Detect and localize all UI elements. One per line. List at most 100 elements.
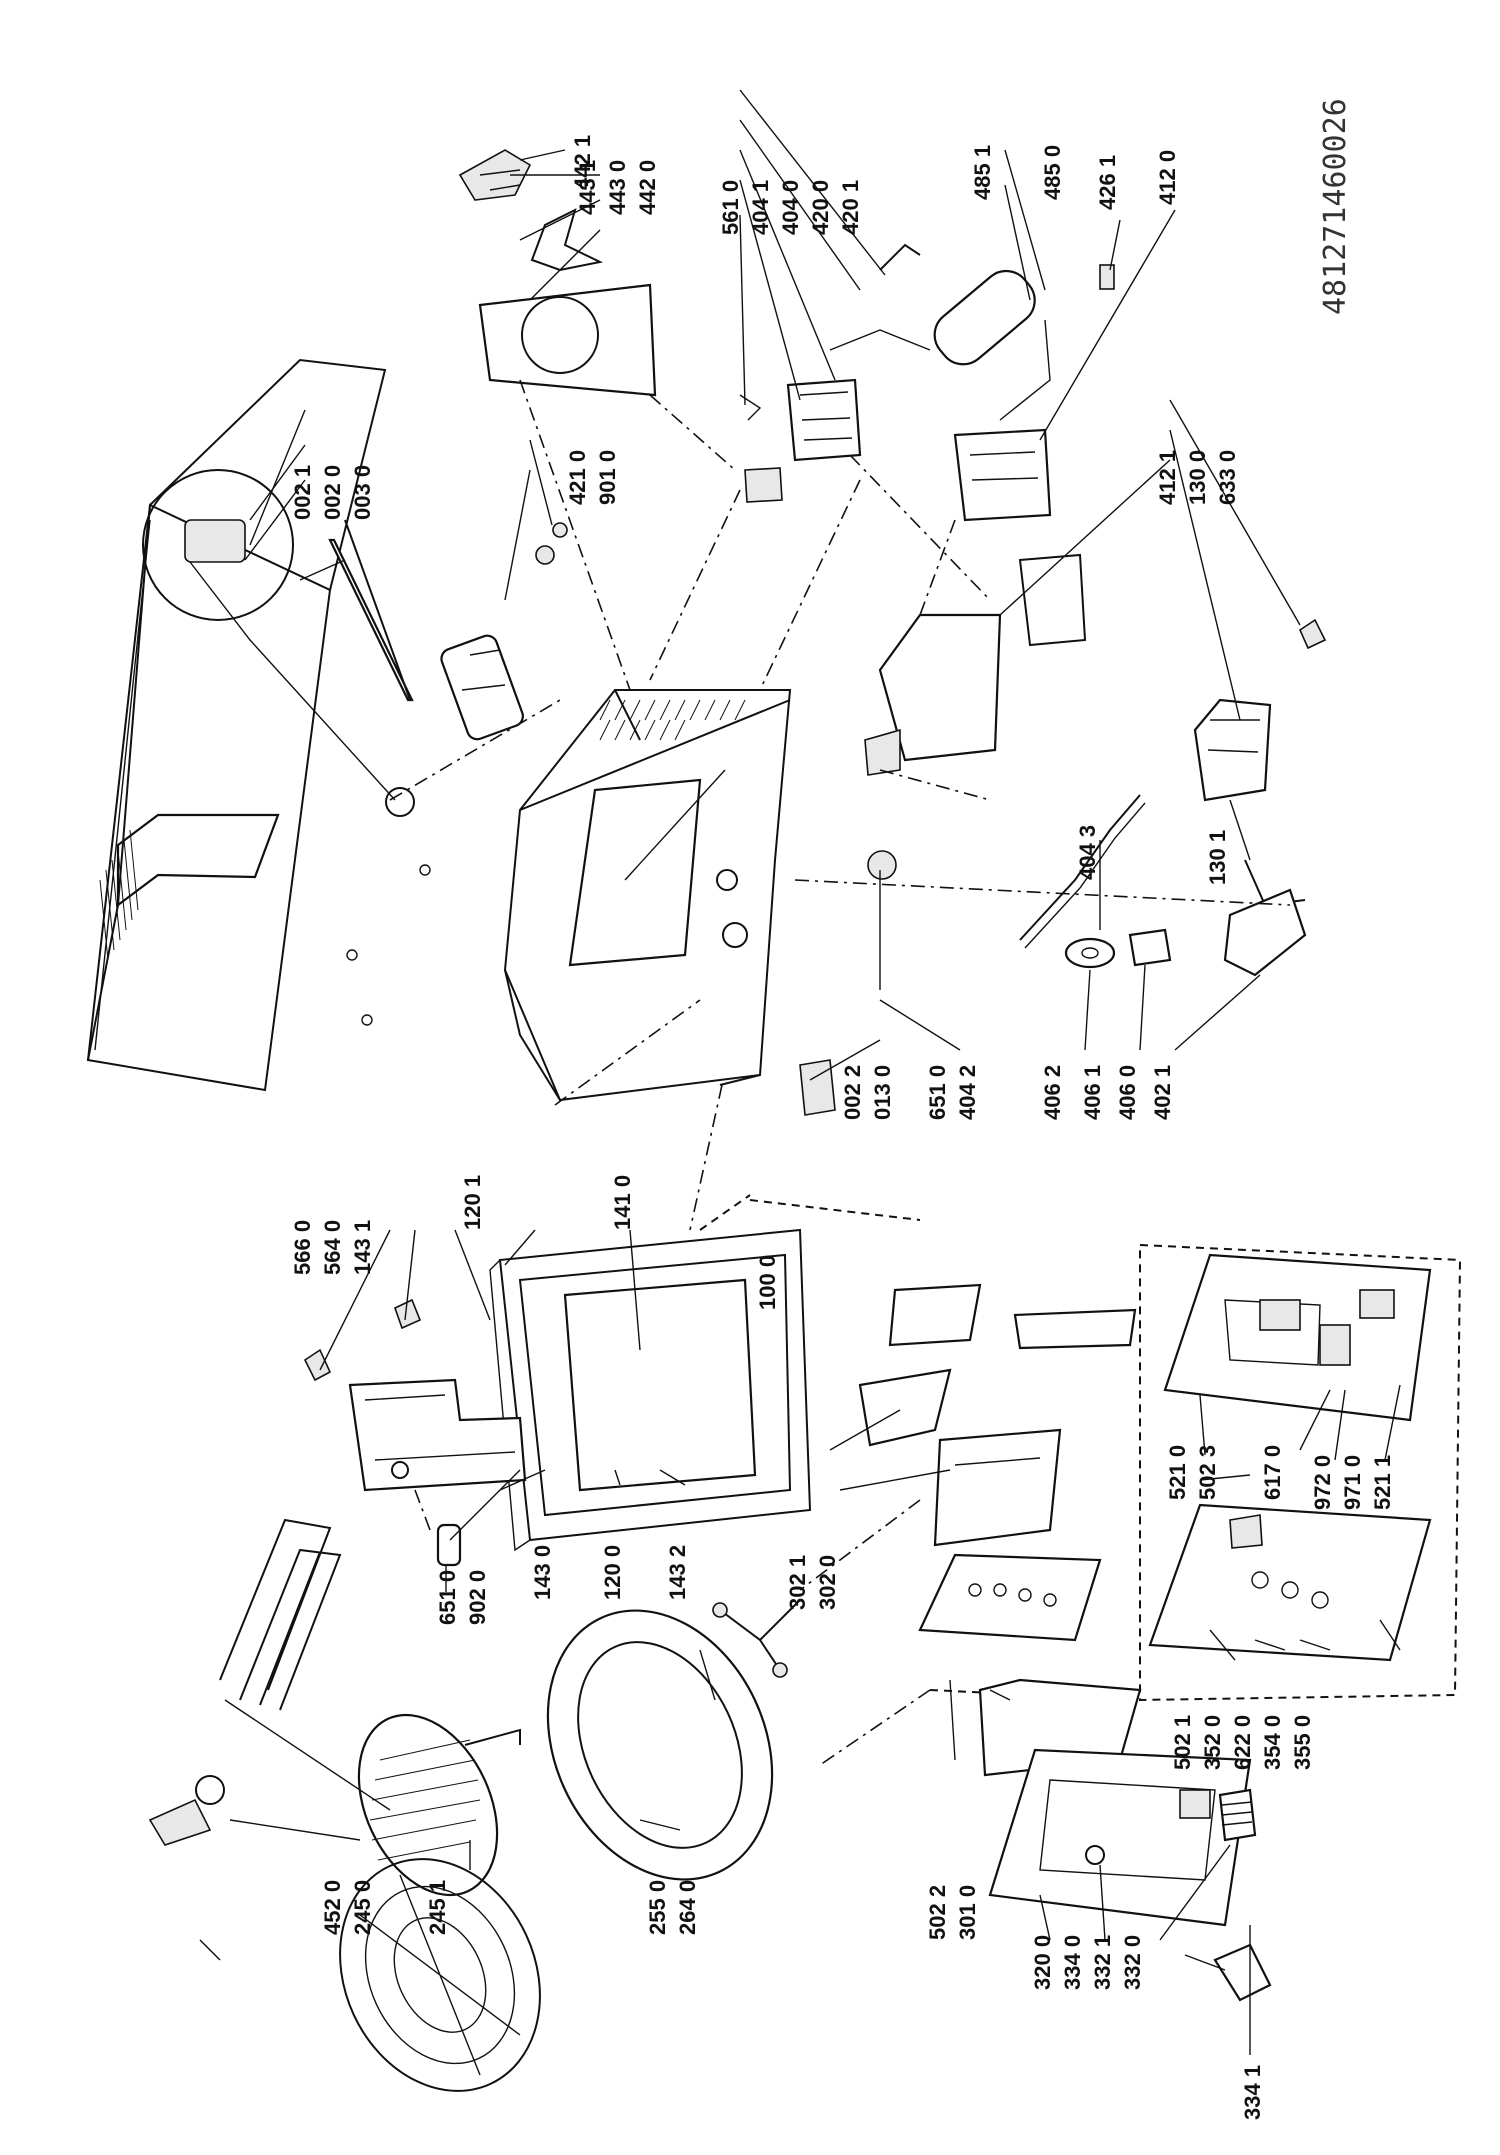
part-label: 352 0 (1200, 1715, 1225, 1770)
label-group-cav1: 002 2 013 0 (840, 1065, 895, 1120)
part-label: 485 1 (970, 145, 995, 200)
part-label: 442 0 (635, 160, 660, 215)
part-label: 561 0 (718, 180, 743, 235)
part-label: 354 0 (1260, 1715, 1285, 1770)
label-group-cav2: 651 0 404 2 (925, 1065, 980, 1120)
part-label: 404 3 (1075, 825, 1100, 880)
part-label: 633 0 (1215, 450, 1240, 505)
label-group-bracket: 302 1 302 0 (785, 1555, 840, 1610)
part-label: 334 0 (1060, 1935, 1085, 1990)
label-group-6170: 617 0 (1260, 1445, 1285, 1500)
transformer (953, 428, 1087, 647)
label-group-1410: 141 0 (610, 1175, 635, 1230)
label-group-cap: 485 1 485 0 (970, 145, 1065, 200)
side-rail (299, 519, 414, 702)
part-label: 245 0 (350, 1880, 375, 1935)
label-group-ctrl: 502 1 352 0 622 0 354 0 355 0 (1170, 1715, 1315, 1770)
part-label: 412 0 (1155, 150, 1180, 205)
part-label: 245 1 (425, 1880, 450, 1935)
keypad-membrane (918, 1553, 1142, 1777)
part-label: 442 1 (570, 135, 595, 190)
label-group-1201: 120 1 (460, 1175, 485, 1230)
part-label: 355 0 (1290, 1715, 1315, 1770)
label-group-drive: 406 2 406 1 406 0 402 1 (1040, 1065, 1175, 1120)
low-rack (339, 1858, 541, 2092)
label-group-1200: 120 0 (600, 1545, 625, 1600)
fan-assembly (458, 149, 657, 397)
roller-support (712, 1599, 801, 1678)
part-label: 622 0 (1230, 1715, 1255, 1770)
part-label: 406 2 (1040, 1065, 1065, 1120)
part-label: 302 0 (815, 1555, 840, 1610)
part-label: 406 0 (1115, 1065, 1140, 1120)
assembly-lines (389, 379, 1291, 1766)
part-label: 485 0 (1040, 145, 1065, 200)
screw-detail-circle (142, 469, 396, 801)
part-label: 651 0 (925, 1065, 950, 1120)
door-latch-bracket (303, 1298, 527, 1492)
document-code: 481271460026 (1318, 98, 1353, 315)
label-group-1432: 143 2 (665, 1545, 690, 1600)
part-label: 013 0 (870, 1065, 895, 1120)
part-label: 130 1 (1205, 830, 1230, 885)
part-label: 143 1 (350, 1220, 375, 1275)
part-label: 502 2 (925, 1885, 950, 1940)
drive-group (1064, 888, 1307, 977)
part-label: 120 1 (460, 1175, 485, 1230)
label-group-base: 412 1 130 0 633 0 (1155, 450, 1240, 505)
part-label: 100 0 (755, 1255, 780, 1310)
part-label: 617 0 (1260, 1445, 1285, 1500)
label-group-door: 566 0 564 0 143 1 (290, 1220, 375, 1275)
label-group-pcb: 521 0 502 3 (1165, 1445, 1220, 1500)
control-panel (988, 1748, 1252, 1927)
grill-rack (357, 1713, 521, 1897)
part-label: 141 0 (610, 1175, 635, 1230)
oven-cavity (503, 689, 897, 1116)
bracket-3021 (858, 1368, 1062, 1547)
label-group-motor: 421 0 901 0 (565, 450, 620, 505)
part-label: 412 1 (1155, 450, 1180, 505)
rod-4043 (1019, 794, 1146, 949)
label-group-knob: 320 0 334 0 332 1 332 0 (1030, 1935, 1145, 1990)
label-group-lamp: 651 0 902 0 (435, 1570, 490, 1625)
display-pcb (1148, 1503, 1432, 1662)
part-label: 002 0 (320, 465, 345, 520)
part-label: 971 0 (1340, 1455, 1365, 1510)
part-label: 564 0 (320, 1220, 345, 1275)
part-label: 003 0 (350, 465, 375, 520)
part-label: 404 1 (748, 180, 773, 235)
part-label: 404 2 (955, 1065, 980, 1120)
part-label: 002 1 (290, 465, 315, 520)
part-label: 521 1 (1370, 1455, 1395, 1510)
label-group-1000: 100 0 (755, 1255, 780, 1310)
label-group-fan2: 442 1 (570, 135, 595, 190)
small-pcb (888, 1283, 1137, 1350)
label-group-mag: 561 0 404 1 404 0 420 0 420 1 (718, 180, 863, 235)
label-group-3341: 334 1 (1240, 2065, 1265, 2120)
label-group-1430: 143 0 (530, 1545, 555, 1600)
part-label: 901 0 (595, 450, 620, 505)
part-label: 320 0 (1030, 1935, 1055, 1990)
part-label: 502 1 (1170, 1715, 1195, 1770)
part-label: 502 3 (1195, 1445, 1220, 1500)
part-label: 651 0 (435, 1570, 460, 1625)
part-label: 521 0 (1165, 1445, 1190, 1500)
label-group-trans: 412 0 (1155, 150, 1180, 205)
part-label: 443 1 (575, 160, 600, 215)
door-frame (489, 1228, 812, 1552)
part-label: 255 0 (645, 1880, 670, 1935)
label-group-cover: 002 1 002 0 003 0 (290, 465, 375, 520)
part-label: 120 0 (600, 1545, 625, 1600)
base-plate (864, 613, 1002, 776)
part-label: 902 0 (465, 1570, 490, 1625)
label-group-4043: 404 3 (1075, 825, 1100, 880)
label-group-1301: 130 1 (1205, 830, 1230, 885)
part-label: 452 0 (320, 1880, 345, 1935)
power-pcb (1163, 1253, 1432, 1422)
part-label: 566 0 (290, 1220, 315, 1275)
label-group-plate: 255 0 264 0 (645, 1880, 700, 1935)
leader-lines (224, 89, 1401, 2055)
label-group-panel: 502 2 301 0 (925, 1885, 980, 1940)
part-label: 130 0 (1185, 450, 1210, 505)
